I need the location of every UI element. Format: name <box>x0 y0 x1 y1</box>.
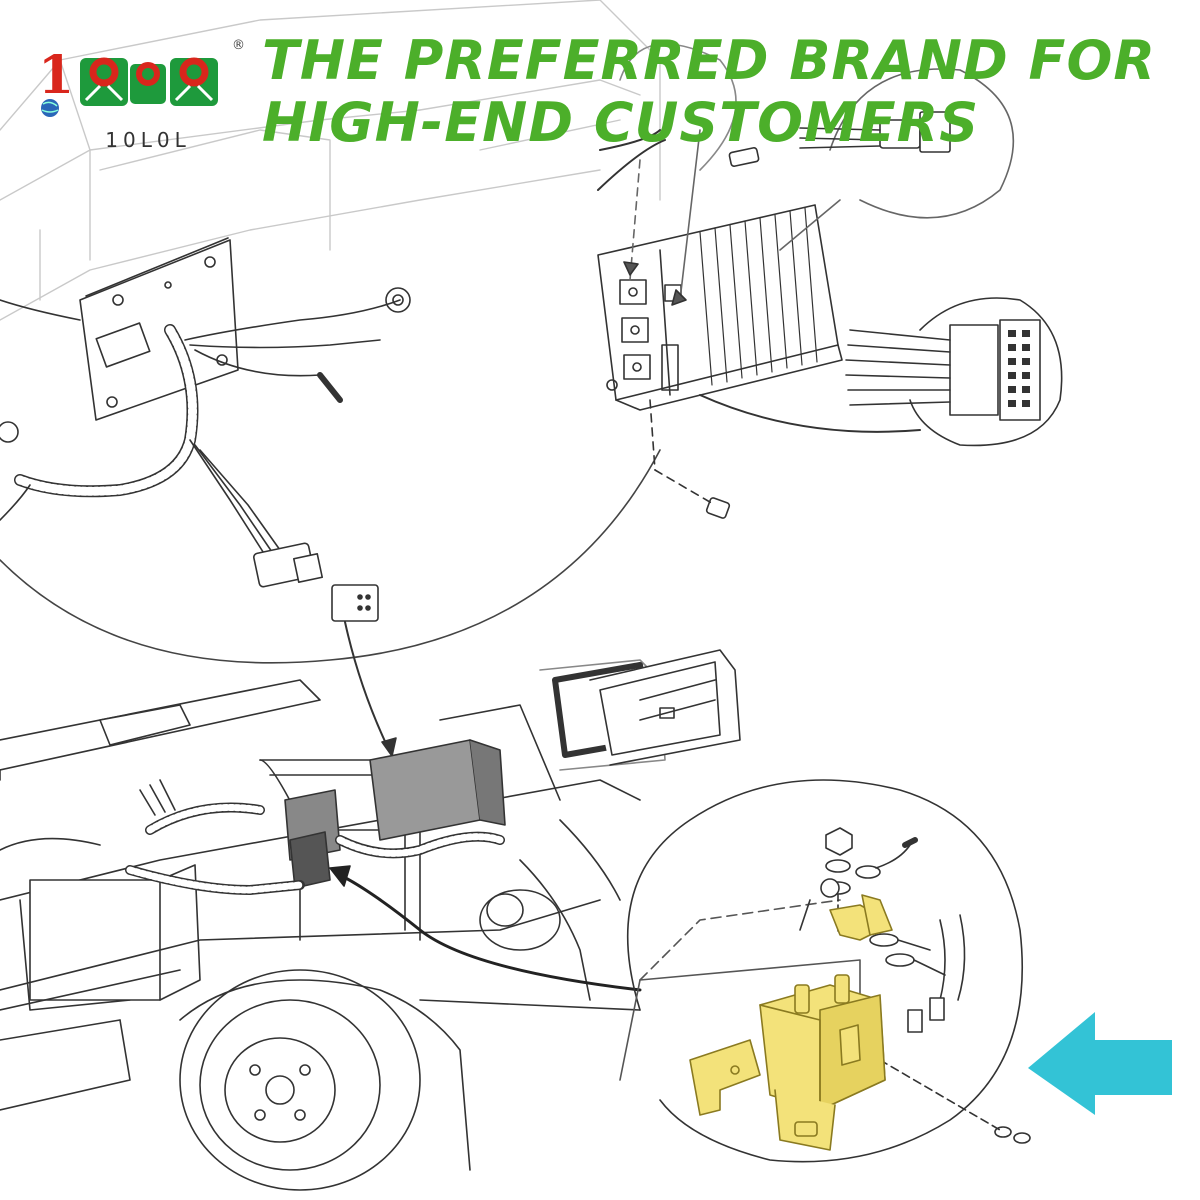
detail-circle-outline <box>0 449 661 664</box>
solenoid-detail-circle <box>619 779 1031 1163</box>
logo-digit-one: 1 <box>38 45 74 106</box>
pointer-curve <box>338 873 642 992</box>
control-plate <box>79 237 239 421</box>
brand-logo: 1 0 <box>34 45 218 117</box>
registered-mark: ® <box>232 38 245 53</box>
brand-name: 10L0L <box>105 128 191 152</box>
controller-wires <box>597 129 760 519</box>
solenoid-icon <box>689 894 893 1151</box>
motor-controller <box>597 204 921 433</box>
arrow-left-icon <box>1028 1012 1172 1115</box>
mounted-controller <box>284 739 506 889</box>
inset-detail-top <box>619 43 1015 251</box>
inset-gasket-controller <box>539 649 741 771</box>
harness-connector <box>253 542 397 757</box>
logo-digit-zero: 0 <box>34 93 35 95</box>
frame-wiring <box>0 779 505 895</box>
wiring-harness <box>0 287 411 556</box>
headline: THE PREFERRED BRAND FOR HIGH-END CUSTOME… <box>262 29 1156 154</box>
background-chassis-sketch <box>0 0 661 321</box>
wheel <box>179 969 641 1191</box>
inset-detail-connector <box>845 297 1063 447</box>
